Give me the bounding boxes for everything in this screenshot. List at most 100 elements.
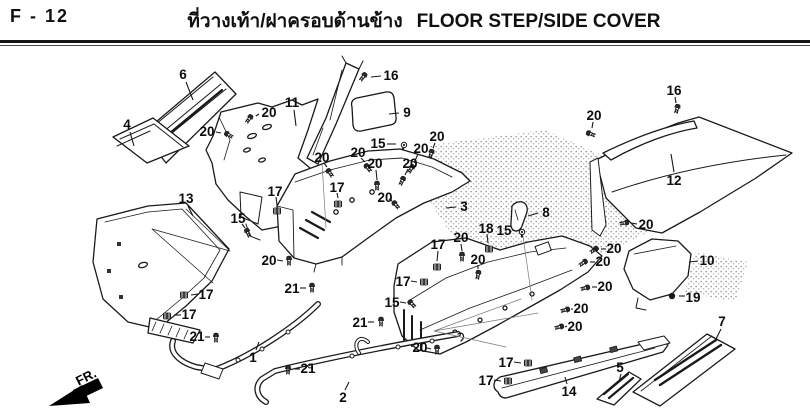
callout-label-21: 21 <box>352 315 368 330</box>
callout-label-21: 21 <box>300 361 316 376</box>
stipple-region-right <box>685 252 748 302</box>
callout-label-15: 15 <box>370 136 386 151</box>
rear-underbody-assembly <box>393 235 603 355</box>
callout-label-17: 17 <box>329 180 344 195</box>
leader-line <box>591 121 594 129</box>
callout-label-20: 20 <box>367 156 382 171</box>
callout-label-17: 17 <box>478 373 493 388</box>
callout-label-20: 20 <box>350 145 365 160</box>
leader-line <box>426 347 432 350</box>
callout-label-20: 20 <box>429 129 444 144</box>
screw-fastener-icon <box>244 114 254 124</box>
leader-line <box>255 341 260 351</box>
callout-label-10: 10 <box>699 253 714 268</box>
screw-fastener-icon <box>433 344 441 355</box>
leader-line <box>564 325 568 328</box>
screw-fastener-icon <box>619 219 630 226</box>
screw-fastener-icon <box>580 284 591 291</box>
leader-line <box>715 328 722 340</box>
screw-fastener-icon <box>358 72 368 82</box>
part-4-floor-mat-front <box>112 117 190 164</box>
leader-line <box>688 260 699 263</box>
callout-label-6: 6 <box>179 67 187 82</box>
leader-line <box>399 301 407 304</box>
rivet-fastener-icon <box>400 141 408 151</box>
leader-line <box>618 373 622 383</box>
clip-fastener-icon <box>504 377 512 385</box>
leader-line <box>187 205 194 217</box>
callout-label-20: 20 <box>314 150 329 165</box>
part-9-lid-pad <box>350 91 397 132</box>
header-divider-thick <box>0 40 810 43</box>
leader-line <box>413 153 419 164</box>
leader-line <box>674 96 677 104</box>
leader-line <box>493 379 502 382</box>
screw-fastener-icon <box>674 103 681 114</box>
part-13-side-cover-left <box>92 202 231 344</box>
screw-fastener-icon <box>391 200 401 210</box>
callout-label-20: 20 <box>638 217 653 232</box>
header-divider-thin <box>0 45 810 46</box>
page-code: F - 12 <box>10 6 70 26</box>
callout-label-2: 2 <box>339 390 347 405</box>
leader-line <box>275 196 278 206</box>
screw-fastener-icon <box>475 269 482 280</box>
screw-fastener-icon <box>578 258 588 268</box>
leader-line <box>511 229 517 232</box>
part-11-pillar-trim <box>306 55 364 165</box>
clip-fastener-icon <box>180 291 188 299</box>
callout-label-20: 20 <box>597 279 612 294</box>
callout-label-20: 20 <box>413 141 428 156</box>
callout-label-17: 17 <box>198 287 213 302</box>
callout-label-9: 9 <box>403 105 411 120</box>
callout-label-20: 20 <box>470 252 485 267</box>
screw-fastener-icon <box>428 148 435 159</box>
screw-fastener-icon <box>285 255 293 266</box>
callout-label-20: 20 <box>377 190 392 205</box>
leader-line <box>276 259 284 262</box>
grommet-fastener-icon <box>668 292 676 300</box>
callout-label-11: 11 <box>285 95 300 110</box>
clip-fastener-icon <box>273 207 281 215</box>
leader-line <box>527 212 539 217</box>
callout-label-20: 20 <box>261 105 276 120</box>
leader-line <box>388 112 400 115</box>
callout-label-14: 14 <box>561 384 577 399</box>
leader-line <box>432 142 436 149</box>
callout-label-3: 3 <box>460 199 468 214</box>
leader-line <box>375 169 378 181</box>
callout-label-16: 16 <box>383 68 399 83</box>
part-1-front-brace <box>169 301 321 380</box>
screw-fastener-icon <box>363 163 373 173</box>
construction-lines <box>321 162 539 348</box>
callout-label-17: 17 <box>181 307 196 322</box>
fr-direction-arrow: FR. <box>49 366 103 406</box>
leader-line <box>410 280 418 283</box>
callout-label-20: 20 <box>199 124 214 139</box>
screw-fastener-icon <box>398 175 407 186</box>
part-5-corner-cover <box>596 371 642 406</box>
screw-fastener-icon <box>308 282 316 293</box>
screw-fastener-icon <box>407 163 416 174</box>
screw-fastener-icon <box>325 168 335 178</box>
leader-line <box>460 243 463 252</box>
leader-line <box>293 109 297 127</box>
leader-line <box>241 223 246 229</box>
leader-line <box>185 81 194 101</box>
leader-line <box>445 206 457 209</box>
part-10-side-cover-lower-right <box>623 238 692 311</box>
clip-fastener-icon <box>433 263 441 271</box>
callout-label-8: 8 <box>542 205 550 220</box>
part-7-side-protector <box>632 333 736 407</box>
screw-fastener-icon <box>284 364 292 375</box>
screw-fastener-icon <box>223 130 234 139</box>
screw-fastener-icon <box>560 306 571 313</box>
callout-label-20: 20 <box>573 301 588 316</box>
leader-line <box>129 131 135 147</box>
leader-line <box>190 293 199 296</box>
screw-fastener-icon <box>377 316 385 327</box>
callout-label-17: 17 <box>267 184 282 199</box>
